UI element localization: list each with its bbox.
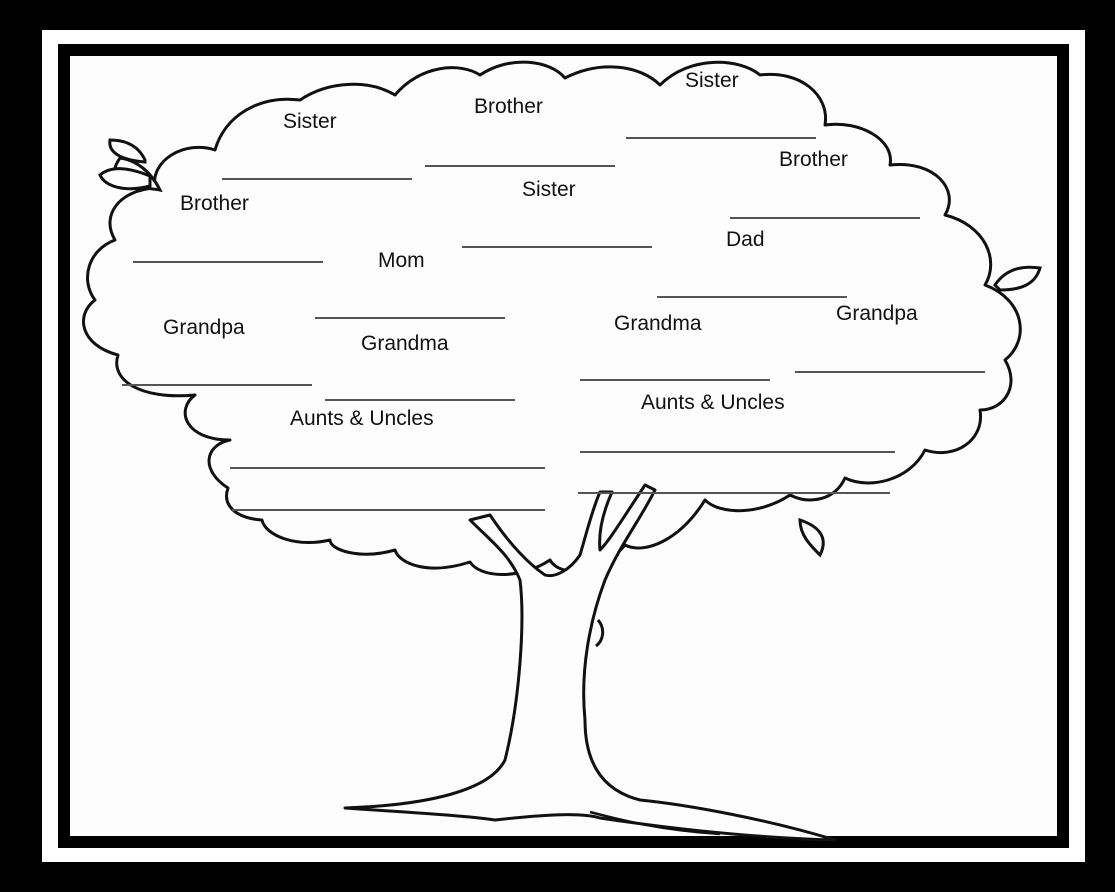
label-grandpa: Grandpa <box>836 302 918 325</box>
label-grandma: Grandma <box>361 332 449 355</box>
label-brother: Brother <box>474 95 543 118</box>
leaf-right <box>993 265 1042 292</box>
label-sister: Sister <box>685 69 739 92</box>
label-aunts-uncles: Aunts & Uncles <box>641 391 785 414</box>
label-grandpa: Grandpa <box>163 316 245 339</box>
root-crack <box>589 810 721 836</box>
label-sister: Sister <box>522 178 576 201</box>
leaf-top-left <box>98 138 163 193</box>
label-sister: Sister <box>283 110 337 133</box>
trunk-knot <box>594 619 605 648</box>
label-aunts-uncles: Aunts & Uncles <box>290 407 434 430</box>
label-brother: Brother <box>180 192 249 215</box>
label-dad: Dad <box>726 228 765 251</box>
label-grandma: Grandma <box>614 312 702 335</box>
label-mom: Mom <box>378 249 425 272</box>
leaf-bottom-right <box>798 517 825 558</box>
label-brother: Brother <box>779 148 848 171</box>
blank-lines <box>122 137 985 511</box>
